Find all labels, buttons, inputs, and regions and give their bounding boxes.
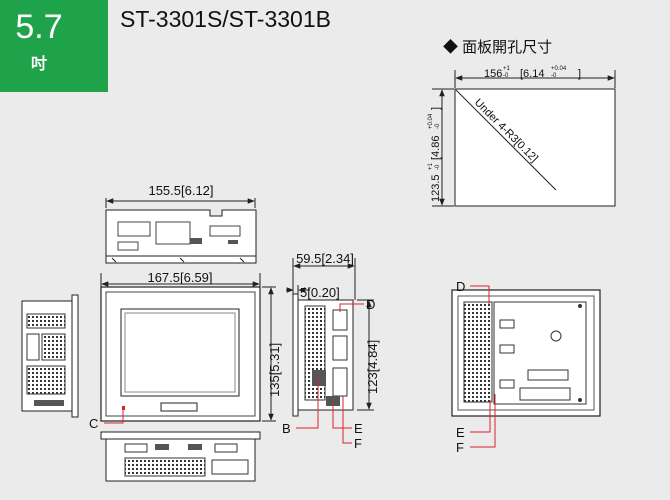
cutout-title: ◆ 面板開孔尺寸 (443, 39, 553, 56)
front-bezel-inner (105, 291, 256, 417)
callout-b-line (296, 378, 319, 429)
bottom-terminal (211, 459, 249, 475)
cutout-height-label: 123.5 +1 -0 [4.86 +0.04 -0 ] (428, 107, 442, 202)
top-view-port-2 (155, 221, 191, 245)
callout-d-side-line (339, 303, 364, 312)
right-side-view-drawing: 59.5[2.34] 5[0.20] 123[4.84] D B E F (282, 251, 380, 451)
bottom-port-1 (124, 443, 148, 453)
front-screen (120, 308, 240, 397)
bottom-vent (124, 457, 206, 477)
rear-connector (527, 369, 569, 381)
left-side-port (26, 333, 40, 361)
cutout-width-inch: [6.14 (520, 68, 544, 80)
callout-e-rear-line (470, 400, 491, 433)
top-width-label: 155.5[6.12] (148, 183, 213, 198)
rear-port-3 (499, 379, 515, 389)
callout-e-side-label: E (354, 421, 363, 436)
side-depth-label: 59.5[2.34] (296, 251, 354, 266)
front-view-drawing: 167.5[6.59] 135[5.31] C (89, 270, 282, 431)
side-usb-port (326, 396, 340, 406)
bottom-port-3 (188, 444, 202, 450)
rear-view-drawing: D E F (451, 279, 601, 455)
side-thickness-label: 5[0.20] (300, 285, 340, 300)
top-view-port-5 (190, 238, 202, 244)
top-view-port-3 (209, 225, 241, 237)
cutout-width-inch-tol: +0.04 (551, 66, 567, 72)
side-port-serial-2 (332, 367, 348, 397)
top-view-body (105, 209, 257, 257)
left-side-view-drawing (21, 294, 79, 418)
callout-e-rear-label: E (456, 425, 465, 440)
cutout-width-bracket: ] (578, 68, 581, 80)
rear-vent (463, 301, 493, 403)
callout-c-line (104, 408, 124, 424)
bottom-view-drawing (100, 431, 261, 482)
callout-f-side-line (342, 396, 352, 444)
callout-c-label: C (89, 416, 98, 431)
model-title: ST-3301S/ST-3301B (120, 6, 331, 32)
top-view-clips (111, 257, 245, 263)
bottom-port-4 (214, 443, 238, 453)
callout-d-side-label: D (366, 297, 375, 312)
side-power-terminal (312, 370, 326, 386)
callout-f-rear-label: F (456, 440, 464, 455)
side-port-serial-1 (332, 335, 348, 361)
left-side-foot (34, 400, 64, 406)
callout-d-rear-line (470, 285, 490, 305)
top-view-port-1 (117, 221, 151, 237)
front-label-plate (160, 402, 198, 412)
front-width-label: 167.5[6.59] (147, 270, 212, 285)
bottom-port-2 (155, 444, 169, 450)
rear-port-1 (499, 319, 515, 329)
callout-b-label: B (282, 421, 291, 436)
screen-size-unit: 吋 (30, 56, 47, 73)
rear-port-2 (499, 344, 515, 354)
left-side-bezel (71, 294, 79, 418)
cutout-outline (454, 88, 616, 207)
cutout-width-base: 156 (484, 68, 502, 80)
top-view-port-4 (117, 241, 139, 251)
cutout-width-tol2: -0 (503, 73, 509, 79)
callout-e-side-line (332, 402, 352, 429)
front-height-label: 135[5.31] (267, 343, 282, 397)
corner-leader (455, 89, 557, 191)
cutout-height-tol: +1 (428, 162, 434, 170)
cutout-width-inch-tol2: -0 (551, 73, 557, 79)
left-side-vent-1 (26, 313, 66, 329)
front-screen-inner (124, 312, 236, 393)
rear-mount-3 (578, 398, 582, 402)
side-port-top (332, 309, 348, 331)
side-height-label: 123[4.84] (365, 340, 380, 394)
rear-slot (519, 387, 571, 401)
rear-mount-2 (578, 304, 582, 308)
screen-size-badge: 5.7 吋 (0, 0, 108, 92)
panel-cutout-drawing: 156 +1 -0 [6.14 +0.04 -0 ] 123.5 +1 -0 [… (428, 66, 616, 207)
cutout-height-inch-tol2: -0 (435, 123, 441, 129)
callout-f-side-label: F (354, 436, 362, 451)
cutout-width-tol: +1 (503, 66, 511, 72)
cutout-height-base: 123.5 (430, 174, 442, 202)
rear-mount-1 (550, 330, 562, 342)
callout-f-rear-line (470, 394, 496, 448)
side-bezel (292, 293, 299, 417)
top-view-port-6 (228, 240, 238, 244)
top-view-drawing: 155.5[6.12] (105, 183, 257, 264)
bottom-view-bezel (100, 431, 261, 440)
left-side-vent-3 (26, 365, 66, 395)
callout-d-rear-label: D (456, 279, 465, 294)
cutout-height-bracket: ] (430, 107, 442, 110)
cutout-height-inch: [4.86 (430, 136, 442, 160)
screen-size-value: 5.7 (15, 8, 63, 46)
cutout-height-inch-tol: +0.04 (428, 113, 434, 129)
left-side-vent-2 (41, 333, 66, 361)
cutout-height-tol2: -0 (435, 164, 441, 170)
